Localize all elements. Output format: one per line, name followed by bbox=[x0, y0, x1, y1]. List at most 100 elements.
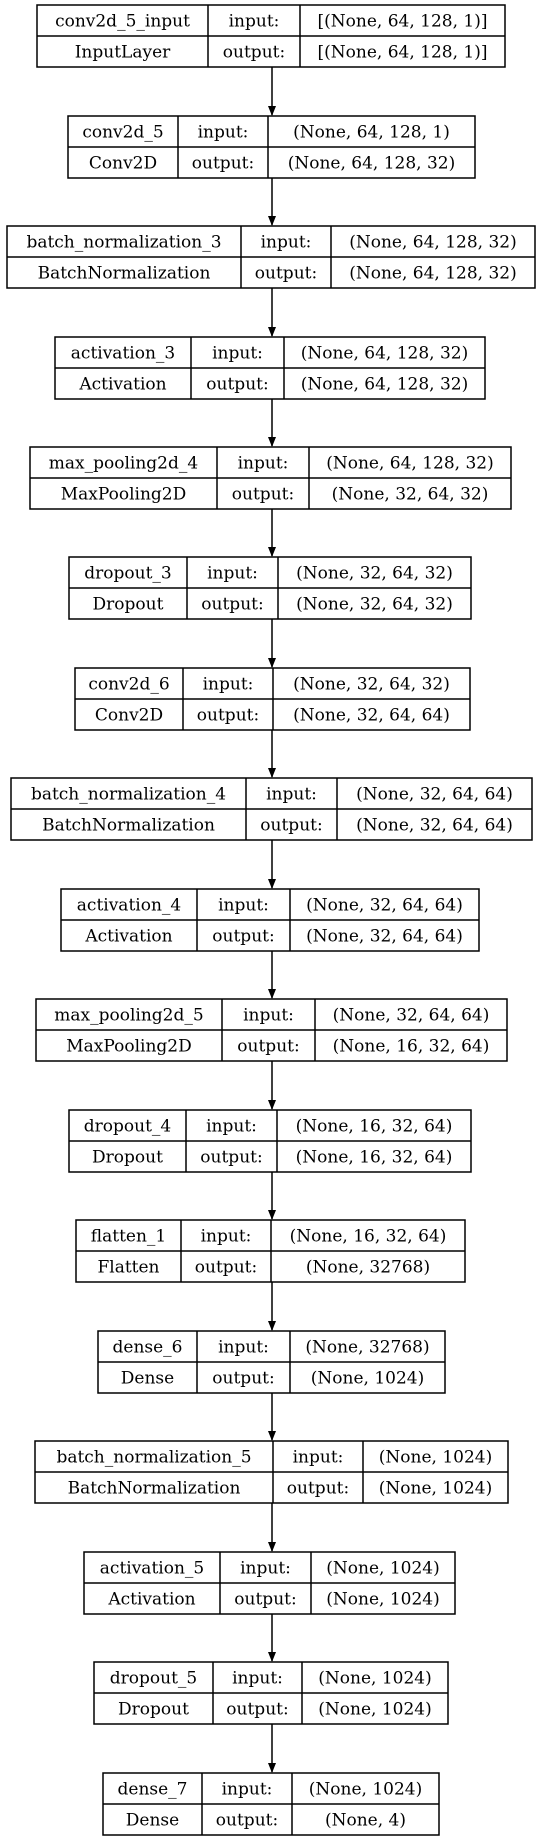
layer-name: flatten_1 bbox=[91, 1227, 166, 1247]
input-shape: (None, 1024) bbox=[318, 1669, 431, 1689]
layer-name: max_pooling2d_4 bbox=[49, 454, 198, 474]
input-shape: (None, 1024) bbox=[326, 1559, 439, 1579]
layer-name: dropout_3 bbox=[84, 564, 171, 584]
output-label: output: bbox=[223, 43, 285, 63]
input-shape: (None, 32, 64, 32) bbox=[293, 675, 450, 695]
output-shape: (None, 16, 32, 64) bbox=[333, 1037, 490, 1057]
layer-name: max_pooling2d_5 bbox=[54, 1006, 203, 1026]
output-shape: (None, 32, 64, 32) bbox=[332, 485, 489, 505]
input-label: input: bbox=[266, 785, 317, 805]
input-label: input: bbox=[240, 1559, 291, 1579]
layer-name: activation_5 bbox=[100, 1559, 204, 1579]
output-shape: (None, 1024) bbox=[379, 1479, 492, 1499]
output-shape: [(None, 64, 128, 1)] bbox=[318, 43, 488, 63]
output-label: output: bbox=[195, 1258, 257, 1278]
input-label: input: bbox=[261, 233, 312, 253]
layer-type: BatchNormalization bbox=[38, 264, 211, 284]
layer-name: dropout_4 bbox=[84, 1117, 171, 1137]
output-shape: (None, 32768) bbox=[306, 1258, 430, 1278]
input-shape: (None, 64, 128, 32) bbox=[326, 454, 494, 474]
layer-type: Activation bbox=[78, 375, 166, 395]
output-label: output: bbox=[197, 706, 259, 726]
layer-name: conv2d_5 bbox=[82, 123, 163, 143]
input-label: input: bbox=[212, 344, 263, 364]
input-label: input: bbox=[238, 454, 289, 474]
output-shape: (None, 32, 64, 64) bbox=[293, 706, 450, 726]
input-label: input: bbox=[229, 12, 280, 32]
input-label: input: bbox=[201, 1227, 252, 1247]
output-label: output: bbox=[216, 1811, 278, 1831]
layer-name: dense_6 bbox=[113, 1338, 183, 1358]
output-shape: (None, 16, 32, 64) bbox=[296, 1148, 453, 1168]
input-shape: (None, 32, 64, 32) bbox=[296, 564, 453, 584]
output-shape: (None, 4) bbox=[325, 1811, 406, 1831]
input-label: input: bbox=[293, 1448, 344, 1468]
output-label: output: bbox=[237, 1037, 299, 1057]
output-shape: (None, 64, 128, 32) bbox=[301, 375, 469, 395]
input-label: input: bbox=[198, 123, 249, 143]
output-shape: (None, 32, 64, 64) bbox=[306, 927, 463, 947]
input-label: input: bbox=[232, 1669, 283, 1689]
layer-name: batch_normalization_5 bbox=[56, 1448, 251, 1468]
layer-name: dropout_5 bbox=[110, 1669, 197, 1689]
layer-node-activation_4: activation_4Activationinput:output:(None… bbox=[60, 888, 480, 952]
output-shape: (None, 32, 64, 64) bbox=[356, 816, 513, 836]
input-shape: (None, 32768) bbox=[305, 1338, 429, 1358]
input-label: input: bbox=[243, 1006, 294, 1026]
input-shape: (None, 64, 128, 32) bbox=[301, 344, 469, 364]
layer-node-activation_3: activation_3Activationinput:output:(None… bbox=[54, 336, 486, 400]
output-label: output: bbox=[260, 816, 322, 836]
layer-node-batch_normalization_3: batch_normalization_3BatchNormalizationi… bbox=[6, 225, 536, 289]
input-shape: (None, 64, 128, 1) bbox=[293, 123, 450, 143]
output-shape: (None, 64, 128, 32) bbox=[288, 154, 456, 174]
layer-type: BatchNormalization bbox=[42, 816, 215, 836]
layer-type: Dense bbox=[126, 1811, 179, 1831]
layer-name: conv2d_5_input bbox=[55, 12, 190, 32]
output-label: output: bbox=[200, 1148, 262, 1168]
input-shape: (None, 1024) bbox=[379, 1448, 492, 1468]
layer-type: MaxPooling2D bbox=[61, 485, 187, 505]
layer-type: Dropout bbox=[93, 595, 164, 615]
layer-name: batch_normalization_4 bbox=[31, 785, 226, 805]
input-shape: [(None, 64, 128, 1)] bbox=[318, 12, 488, 32]
layer-type: InputLayer bbox=[75, 43, 171, 63]
input-label: input: bbox=[203, 675, 254, 695]
input-shape: (None, 32, 64, 64) bbox=[333, 1006, 490, 1026]
output-label: output: bbox=[234, 1590, 296, 1610]
input-label: input: bbox=[218, 896, 269, 916]
output-shape: (None, 1024) bbox=[311, 1369, 424, 1389]
layer-type: Conv2D bbox=[89, 154, 157, 174]
output-shape: (None, 1024) bbox=[326, 1590, 439, 1610]
input-shape: (None, 1024) bbox=[309, 1780, 422, 1800]
layer-type: Conv2D bbox=[95, 706, 163, 726]
input-label: input: bbox=[207, 564, 258, 584]
layer-type: Dropout bbox=[92, 1148, 163, 1168]
input-shape: (None, 16, 32, 64) bbox=[296, 1117, 453, 1137]
layer-name: activation_3 bbox=[71, 344, 175, 364]
output-label: output: bbox=[232, 485, 294, 505]
output-shape: (None, 1024) bbox=[318, 1700, 431, 1720]
layer-type: Activation bbox=[107, 1590, 195, 1610]
input-label: input: bbox=[222, 1780, 273, 1800]
output-shape: (None, 64, 128, 32) bbox=[349, 264, 517, 284]
input-shape: (None, 32, 64, 64) bbox=[356, 785, 513, 805]
output-label: output: bbox=[212, 1369, 274, 1389]
layer-type: Dropout bbox=[118, 1700, 189, 1720]
layer-name: activation_4 bbox=[77, 896, 181, 916]
layer-type: Flatten bbox=[97, 1258, 159, 1278]
input-shape: (None, 64, 128, 32) bbox=[349, 233, 517, 253]
layer-type: MaxPooling2D bbox=[66, 1037, 192, 1057]
